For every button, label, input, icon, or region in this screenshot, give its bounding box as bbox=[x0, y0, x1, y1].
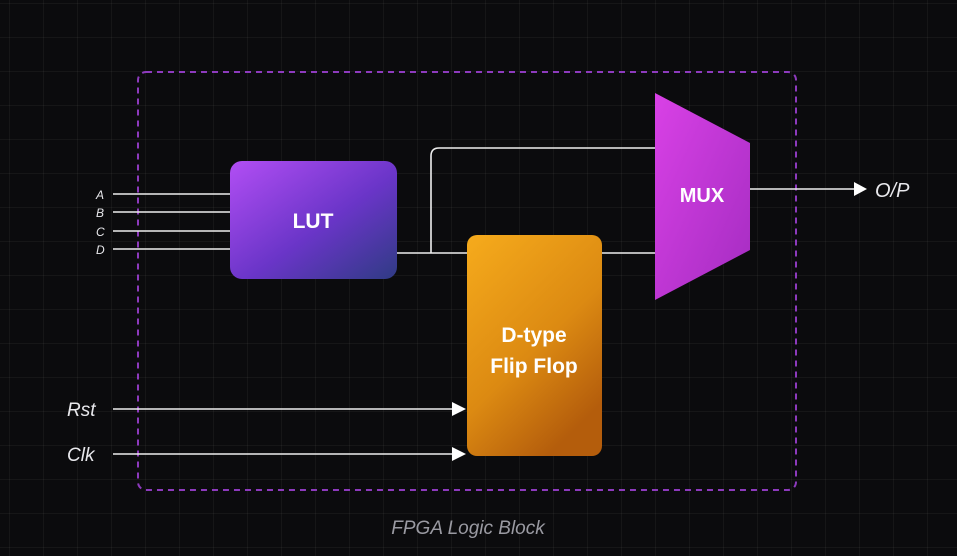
clock-arrowhead bbox=[452, 447, 466, 461]
mux-block: MUX bbox=[655, 93, 750, 300]
input-wires bbox=[113, 193, 232, 250]
flipflop-block: D-type Flip Flop bbox=[467, 235, 602, 456]
diagram-caption: FPGA Logic Block bbox=[391, 518, 546, 539]
flipflop-label-line1: D-type bbox=[501, 324, 566, 347]
mux-label: MUX bbox=[680, 185, 725, 207]
input-label-b: B bbox=[96, 206, 104, 220]
clock-label: Clk bbox=[67, 445, 96, 466]
reset-arrowhead bbox=[452, 402, 466, 416]
logic-block-boundary bbox=[137, 71, 797, 491]
internal-wires bbox=[113, 147, 856, 455]
flipflop-label-line2: Flip Flop bbox=[490, 355, 577, 378]
output-arrowhead bbox=[854, 182, 867, 196]
bypass-wire bbox=[430, 147, 656, 253]
output-label: O/P bbox=[875, 180, 910, 202]
lut-block: LUT bbox=[230, 161, 397, 279]
reset-label: Rst bbox=[67, 400, 96, 421]
lut-label: LUT bbox=[293, 210, 334, 233]
input-label-c: C bbox=[96, 225, 105, 239]
input-label-d: D bbox=[96, 243, 105, 257]
input-label-a: A bbox=[95, 188, 104, 202]
